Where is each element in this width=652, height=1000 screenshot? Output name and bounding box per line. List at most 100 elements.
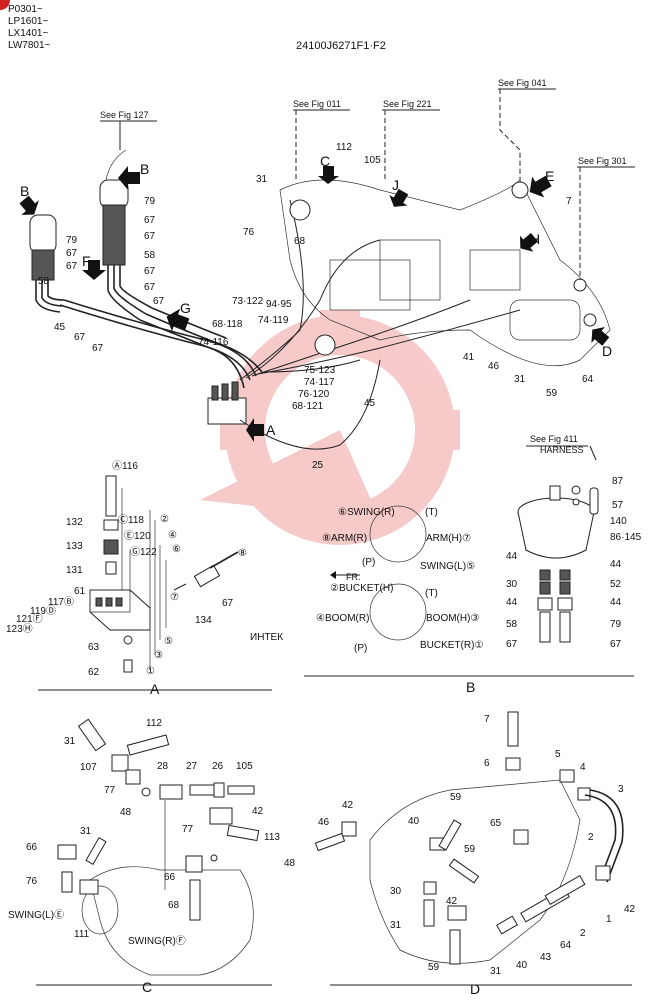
callout: 68·121 — [292, 401, 324, 412]
callout: 112 — [146, 718, 162, 729]
callout: 44 — [610, 559, 622, 570]
callout: 67 — [66, 248, 78, 259]
callout: 86·145 — [610, 532, 642, 543]
block-A — [207, 397, 247, 425]
callout: 105 — [364, 155, 381, 166]
callout: ⑧ — [238, 548, 247, 559]
callout: 140 — [610, 516, 627, 527]
view-label-H: H — [530, 231, 540, 247]
callout: 66 — [26, 842, 38, 853]
callout: Ⓖ122 — [130, 546, 157, 558]
callout: 67 — [144, 266, 156, 277]
callout: 117Ⓑ — [48, 596, 74, 608]
callout: 68·118 — [212, 319, 243, 330]
ref-fig-411: See Fig 411 — [530, 434, 578, 444]
callout: 134 — [195, 615, 212, 626]
callout: 1 — [606, 914, 612, 925]
callout: 67 — [610, 639, 622, 650]
serial-list: P0301~ LP1601~ LX1401~ LW7801~ — [8, 4, 50, 52]
view-label-C: C — [320, 153, 330, 169]
callout: 67 — [144, 282, 156, 293]
callout: 7 — [566, 196, 572, 207]
callout: 76 — [243, 227, 255, 238]
callout: 64 — [560, 940, 572, 951]
callout: 68 — [294, 236, 306, 247]
detail-C — [36, 718, 272, 986]
callout: 26 — [212, 761, 224, 772]
callout: 62 — [88, 667, 100, 678]
callout: ⑤ — [164, 636, 173, 647]
detail-B-ports: ⑥SWING(R) (T) ⑧ARM(R) ARM(H)⑦ (P) SWING(… — [316, 434, 642, 695]
callout: 44 — [610, 597, 622, 608]
callout: 25 — [312, 460, 324, 471]
callout: 57 — [612, 500, 624, 511]
callout: 44 — [506, 597, 518, 608]
callout: 65 — [490, 818, 502, 829]
callout: 45 — [54, 322, 66, 333]
callout: 79 — [610, 619, 622, 630]
callout: 31 — [514, 374, 526, 385]
harness-label: HARNESS — [540, 445, 584, 455]
port-label: (T) — [425, 507, 438, 518]
port-label: (P) — [354, 643, 367, 654]
drawing-number: 24100J6271F1·F2 — [296, 40, 386, 52]
corner-marker — [0, 0, 10, 10]
callout: 94·95 — [266, 299, 292, 310]
callout: SWING(L)Ⓔ — [8, 909, 64, 921]
callout: 61 — [74, 586, 86, 597]
callout: 27 — [186, 761, 198, 772]
callout: SWING(R)Ⓕ — [128, 935, 186, 947]
callout: Ⓐ116 — [112, 460, 138, 472]
callout: 40 — [516, 960, 528, 971]
port-label: ②BUCKET(H) — [330, 583, 393, 594]
callout: 132 — [66, 517, 83, 528]
port-label: BOOM(H)③ — [426, 613, 479, 624]
port-label: BUCKET(R)① — [420, 640, 483, 651]
callout: ⑦ — [170, 592, 179, 603]
callout: ① — [146, 666, 155, 677]
callout: 64 — [582, 374, 594, 385]
callout: 2 — [588, 832, 594, 843]
callout: 74·119 — [258, 315, 289, 326]
main-callouts: 79 67 67 58 79 67 67 67 58 67 45 67 67 6… — [38, 142, 594, 471]
port-label: (P) — [362, 557, 375, 568]
callout: 105 — [236, 761, 253, 772]
callout: 113 — [264, 832, 280, 843]
callout: 30 — [506, 579, 518, 590]
port-label: ④BOOM(R) — [316, 613, 369, 624]
serial-3: LX1401~ — [8, 28, 49, 39]
left-valve-1 — [29, 214, 65, 313]
callout: 31 — [80, 826, 92, 837]
callout: 59 — [464, 844, 476, 855]
callout: Ⓒ118 — [118, 514, 144, 526]
callout: 59 — [428, 962, 440, 973]
detail-B-title: B — [466, 679, 475, 695]
callout: 58 — [38, 276, 50, 287]
port-label: (T) — [425, 588, 438, 599]
ref-fig-301: See Fig 301 — [578, 156, 627, 166]
view-label-B-left: B — [20, 183, 29, 199]
callout: 52 — [610, 579, 622, 590]
view-label-G: G — [180, 300, 191, 316]
callout: 45 — [364, 398, 376, 409]
callout: 77 — [104, 785, 116, 796]
callout: 31 — [64, 736, 76, 747]
ref-fig-127: See Fig 127 — [100, 110, 149, 120]
callout: 76·120 — [298, 389, 330, 400]
ref-fig-041: See Fig 041 — [498, 78, 547, 88]
callout: 40 — [408, 816, 420, 827]
callout: 30 — [390, 886, 402, 897]
callout: 121Ⓕ — [16, 613, 43, 625]
callout: 67 — [153, 296, 165, 307]
callout: 3 — [618, 784, 624, 795]
detail-A-title: A — [150, 681, 160, 697]
callout: 107 — [80, 762, 97, 773]
ref-fig-221: See Fig 221 — [383, 99, 432, 109]
callout: 67 — [66, 261, 78, 272]
callout: 31 — [490, 966, 502, 977]
callout: 74·117 — [304, 377, 335, 388]
detail-C-title: C — [142, 979, 152, 995]
callout: 4 — [580, 762, 586, 773]
callout: 67 — [92, 343, 104, 354]
